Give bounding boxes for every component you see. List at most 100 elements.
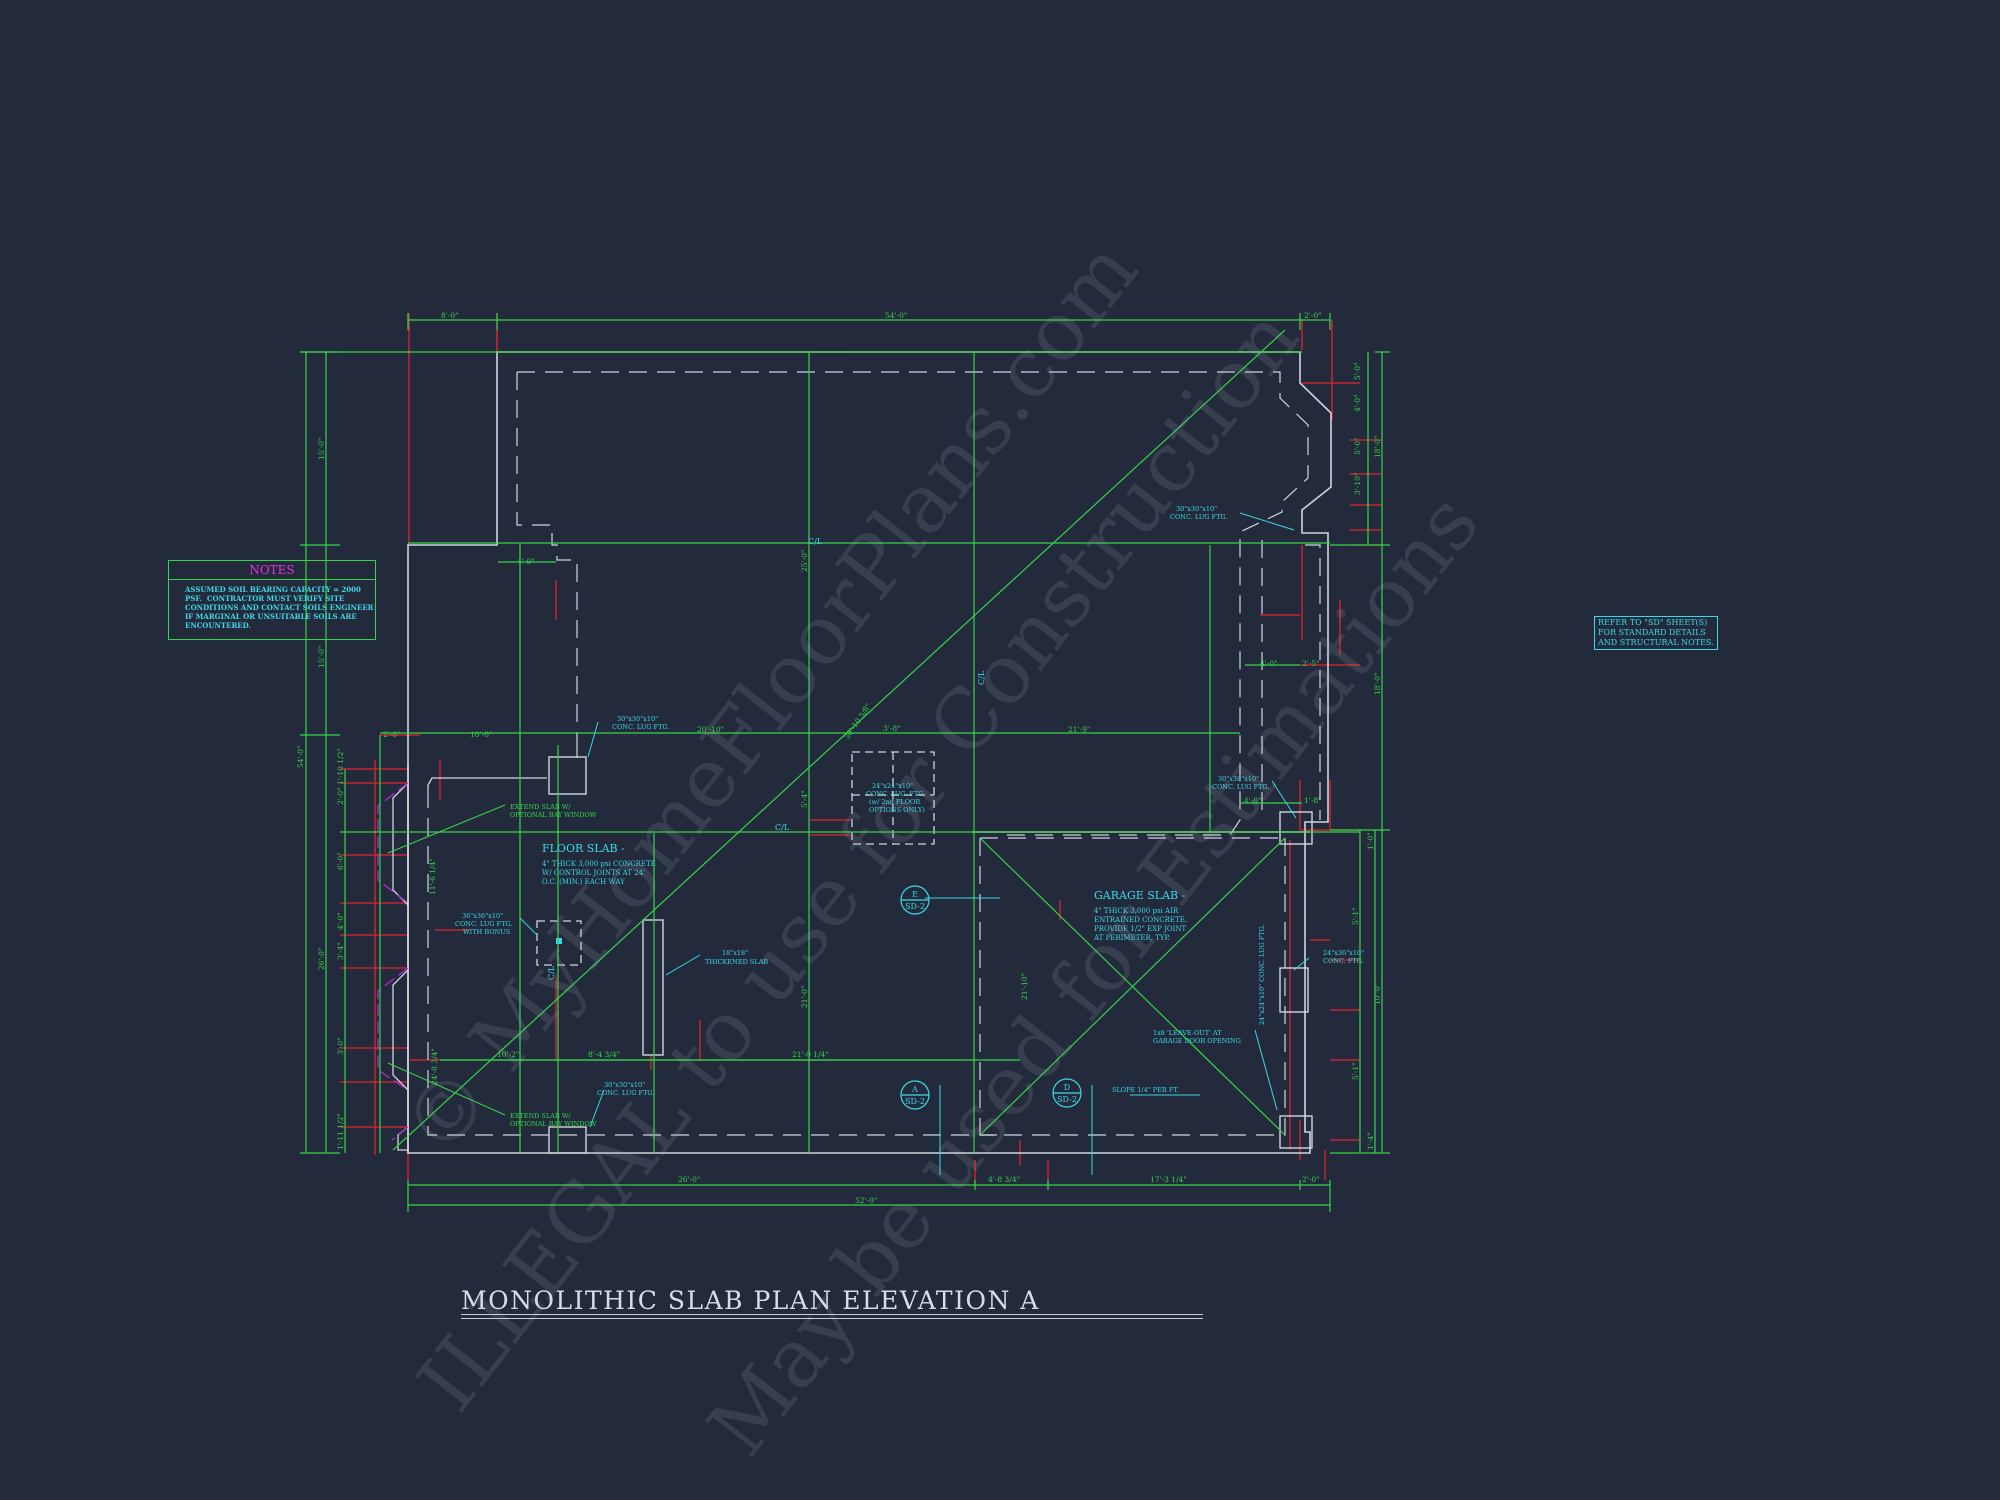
dim-r2: 4'-0" [1353,394,1362,412]
floor-slab-line-1: 4" THICK 3,000 psi CONCRETE [542,860,656,868]
leader-lines [519,512,1310,1175]
dim-bottom-b: 4'-8 3/4" [988,1175,1020,1184]
dim-l7: 1'-11 1/2" [336,1113,345,1150]
dim-notch: 4'-0" [517,557,535,566]
lug-right-type: CONC. LUG FTG. [1170,513,1227,521]
dim-top-main: 54'-0" [885,311,907,320]
dim-right-d: 1'-8" [1304,796,1322,805]
floor-slab-line-3: O.C. (MIN.) EACH WAY [542,878,625,886]
dim-r11: 10'-0" [1373,983,1382,1005]
dim-row-b: 10'-0" [470,730,492,739]
garage-ftg-vertical: 24"x24"x10" CONC. LUG FTG. [1258,924,1266,1025]
detail-d-sheet: SD-2 [1057,1095,1077,1104]
dim-bottom-c: 17'-3 1/4" [1150,1175,1187,1184]
leave-out-line-1: 1x8 'LEAVE-OUT' AT [1153,1029,1222,1037]
dim-r4: 3'-10" [1353,473,1362,495]
dim-vert-c: 21'-10" [1020,973,1029,1000]
dim-bottom-d: 2'-0" [1302,1175,1320,1184]
garage-ftg-type: CONC. FTG. [1323,957,1364,965]
dim-right-c: 4'-0" [1244,796,1262,805]
detail-a-letter: A [911,1085,918,1094]
detail-e-letter: E [912,890,918,899]
detail-e-sheet: SD-2 [905,902,925,911]
lug-center-size: 30"x30"x10" [1218,775,1259,783]
dim-left-total: 54'-0" [296,746,305,768]
title-underline [461,1314,1203,1315]
lug-bonus-type: CONC. LUG FTG. [455,920,512,928]
dim-left-mid: 15'-0" [317,646,326,668]
lug-right-size: 30"x30"x10" [1176,505,1217,513]
dim-l2: 2'-0" [336,787,345,805]
centerline-label-vert: C/L [977,670,986,685]
dim-vert-a: 25'-0" [800,550,809,572]
slab-dashed-edge [427,371,1321,1136]
garage-ftg-size: 24"x36"x10" [1323,949,1364,957]
bonus-footing-marker [556,938,562,944]
dim-vert-b: 21'-0" [800,986,809,1008]
centerline-label-mid: C/L [775,823,790,832]
centerline-label-bonus: C/L [547,965,556,980]
centerline-label-top: C/L [808,537,823,546]
floor-slab-heading: FLOOR SLAB - [542,842,625,855]
dim-left-upper: 15'-0" [317,438,326,460]
lug-center-type: CONC. LUG FTG. [1212,783,1269,791]
lug-bottom-size: 30"x30"x10" [604,1081,645,1089]
slope-note: SLOPE 1/4" PER FT. [1112,1086,1179,1094]
center-pad-size: 24"x24"x10" [872,782,913,790]
notes-heading: NOTES [169,561,375,580]
thickened-type: THICKENED SLAB [705,958,768,966]
garage-slab-line-3: PROVIDE 1/2" EXP JOINT [1094,925,1187,933]
dim-top-left: 8'-0" [441,311,459,320]
garage-slab-line-2: ENTRAINED CONCRETE. [1094,916,1187,924]
dim-r3: 5'-0" [1353,437,1362,455]
lug-footings [548,756,1313,1154]
dim-bottom-a: 26'-0" [678,1175,700,1184]
bay-window-optional [377,782,409,1141]
lug-bonus-size: 36"x36"x10" [462,912,503,920]
center-pad-note-1: (w/ 2nd FLOOR [869,798,921,806]
dim-row-h: 21'-0 1/4" [792,1050,829,1059]
detail-markers [900,885,1082,1110]
leader-lines-green [387,804,506,1116]
refer-note: REFER TO "SD" SHEET(S) FOR STANDARD DETA… [1594,616,1718,650]
dim-row-e: 3'-8" [883,724,901,733]
dim-r8: 5'-1" [1351,1062,1360,1080]
dim-r5: 18'-0" [1373,436,1382,458]
drawing-title: MONOLITHIC SLAB PLAN ELEVATION A [461,1286,1040,1315]
extend-bottom-line-2: OPTIONAL BAY WINDOW [510,1120,597,1128]
dimension-lines [300,313,1390,1212]
bonus-footing [536,751,935,966]
title-underline-double [461,1318,1203,1319]
dim-r9: 1'-4" [1366,1132,1375,1150]
dim-row-c: 20'-10" [697,725,724,734]
dim-vert-d: 5'-4" [800,790,809,808]
dim-vert-f: 11'-6 1/4" [428,858,437,895]
dim-l5: 3'-4" [336,942,345,960]
detail-d-letter: D [1064,1083,1070,1092]
detail-a-sheet: SD-2 [905,1097,925,1106]
dim-r10: 1'-0" [1366,832,1375,850]
garage-slab-line-1: 4" THICK 3,000 psi AIR [1094,907,1179,915]
extend-top-line-1: EXTEND SLAB W/ [510,803,571,811]
thickened-size: 18"x18" [722,949,748,957]
garage-slab-heading: GARAGE SLAB - [1094,889,1186,902]
lug-bottom-type: CONC. LUG FTG. [597,1089,654,1097]
leave-out-line-2: GARAGE DOOR OPENING [1153,1037,1241,1045]
garage-slab-line-4: AT PERIMETER, TYP. [1093,934,1170,942]
notes-box: NOTES ASSUMED SOIL BEARING CAPACITY = 20… [168,560,376,640]
dim-r6: 18'-0" [1373,673,1382,695]
dim-l3: 6'-0" [336,852,345,870]
dim-bottom-total: 52'-0" [855,1196,877,1205]
center-pad-note-2: OPTIONS ONLY) [869,806,925,814]
dim-right-b: 2'-5" [1302,659,1320,668]
extend-bottom-line-1: EXTEND SLAB W/ [510,1112,571,1120]
dim-r1: 5'-0" [1353,362,1362,380]
dim-vert-e: 30'-10 5/8" [842,702,873,742]
dim-row-a: 2'-0" [383,730,401,739]
dim-top-right: 2'-0" [1304,311,1322,320]
lug-top-size: 30"x30"x10" [617,715,658,723]
dim-row-f: 10'-2" [497,1050,519,1059]
center-pad-type: CONC. LUG. FTG. [866,790,925,798]
lug-top-type: CONC. LUG FTG. [612,723,669,731]
